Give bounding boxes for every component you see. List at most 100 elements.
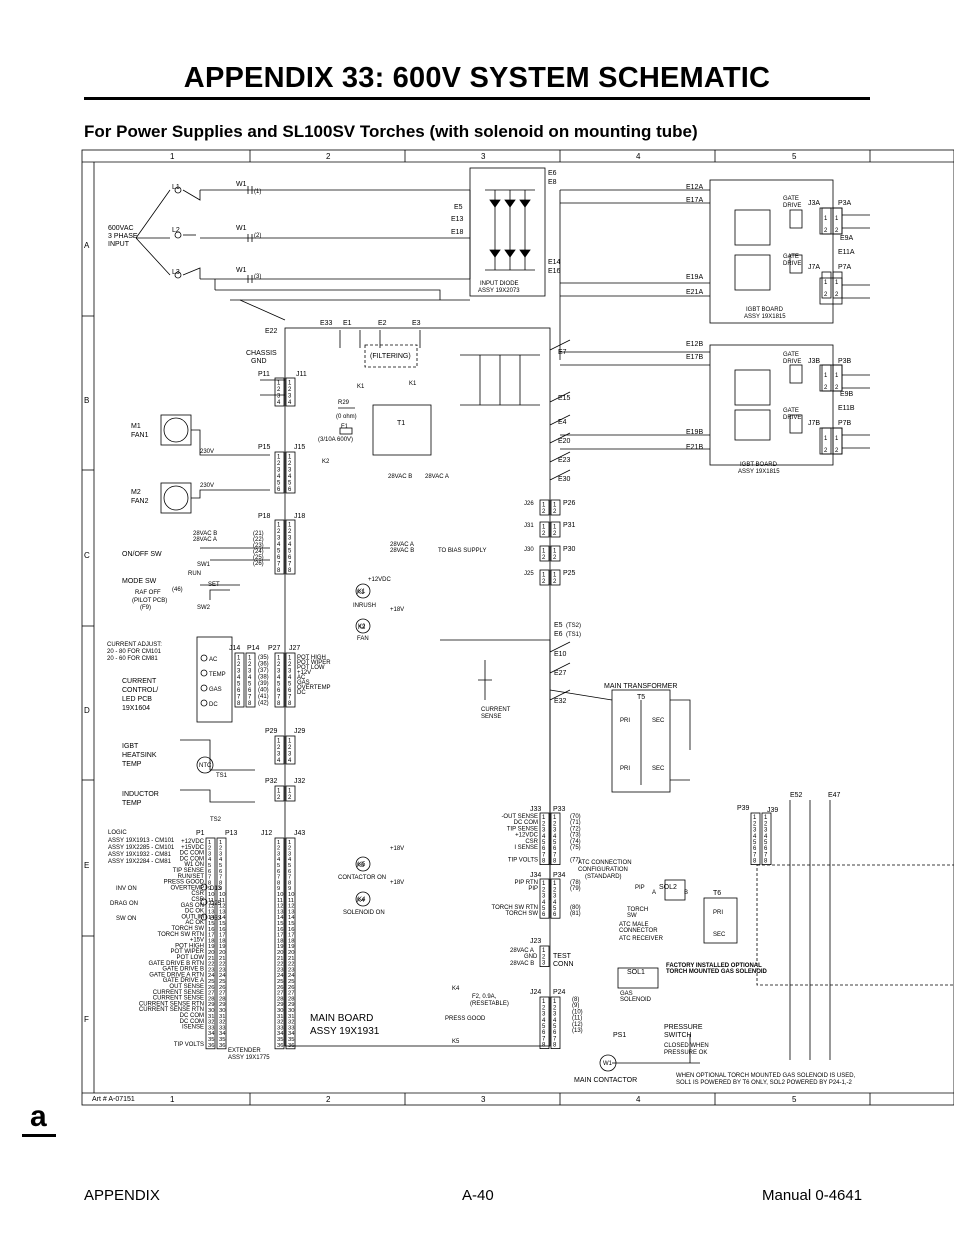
- closed-1: CLOSED WHEN: [664, 1043, 709, 1049]
- v18-label-b: +18V: [390, 846, 404, 852]
- svg-text:1: 1: [553, 525, 557, 531]
- main-board-outline: [284, 327, 691, 1047]
- j18-num-21: (21): [253, 531, 264, 537]
- svg-text:5: 5: [764, 840, 768, 846]
- j43-pins: 1234567891011121314151617181920212223242…: [285, 837, 296, 1050]
- coil-k1: K1: [358, 589, 366, 595]
- svg-text:3: 3: [248, 669, 252, 675]
- svg-text:1: 1: [277, 739, 281, 745]
- svg-text:14: 14: [219, 915, 226, 921]
- board-e1: E1: [343, 320, 352, 327]
- svg-text:5: 5: [277, 863, 280, 869]
- svg-text:1: 1: [824, 436, 828, 442]
- svg-text:6: 6: [248, 688, 252, 694]
- t6-pri: PRI: [713, 910, 723, 916]
- svg-text:4: 4: [288, 675, 292, 681]
- logic-signal-29: CURRENT SENSE RTN: [139, 1001, 204, 1007]
- svg-text:3: 3: [288, 536, 292, 542]
- svg-text:4: 4: [542, 900, 546, 906]
- svg-text:30: 30: [208, 1008, 214, 1014]
- logic-signal-11: CSR: [191, 897, 204, 903]
- logic-signal-32: DC COM: [180, 1019, 204, 1025]
- j34-wire-num-1: (78): [570, 880, 581, 886]
- j33-signal-5: CSR: [525, 839, 538, 845]
- svg-text:34: 34: [208, 1031, 215, 1037]
- svg-text:1: 1: [288, 523, 292, 529]
- left-labels: M1 FAN1 M2 FAN2 230V 230V ON/OFF SW SW1 …: [107, 423, 228, 922]
- conn-p25: P25: [563, 570, 576, 577]
- t5-pri-1: PRI: [620, 718, 630, 724]
- igbt-board-a: [559, 179, 870, 360]
- diode-e8: E8: [548, 179, 557, 186]
- svg-text:21: 21: [277, 956, 283, 962]
- svg-text:6: 6: [288, 688, 292, 694]
- svg-text:15: 15: [208, 921, 214, 927]
- inv-on: INV ON: [116, 886, 137, 892]
- current-sense-2: SENSE: [481, 714, 501, 720]
- j33-signal-6: I SENSE: [514, 845, 538, 851]
- igbt-b-drive-1: DRIVE: [783, 359, 801, 365]
- svg-text:11: 11: [208, 898, 214, 904]
- svg-text:6: 6: [288, 487, 292, 493]
- j23-28vacb: 28VAC B: [510, 961, 534, 967]
- svg-text:24: 24: [277, 973, 284, 979]
- svg-text:6: 6: [277, 555, 281, 561]
- igbt-b-gate-2: GATE: [783, 408, 799, 414]
- svg-text:27: 27: [219, 991, 225, 997]
- svg-text:4: 4: [553, 834, 557, 840]
- svg-text:13: 13: [277, 909, 283, 915]
- conn-p31: P31: [563, 522, 576, 529]
- page-subtitle: For Power Supplies and SL100SV Torches (…: [84, 122, 698, 141]
- board-e6: E6: [554, 631, 563, 638]
- conn-p18: P18: [258, 513, 271, 520]
- svg-text:6: 6: [753, 846, 757, 852]
- diode-e14: E14: [548, 259, 561, 266]
- svg-text:2: 2: [542, 1005, 546, 1011]
- filtering-label: (FILTERING): [370, 353, 411, 360]
- j32-pins: 12: [285, 785, 296, 802]
- svg-text:2: 2: [835, 228, 839, 234]
- svg-text:23: 23: [219, 967, 225, 973]
- svg-text:2: 2: [288, 387, 292, 393]
- svg-text:5: 5: [237, 682, 241, 688]
- svg-text:13: 13: [288, 909, 294, 915]
- w1-num-c: (3): [254, 274, 261, 280]
- svg-text:22: 22: [288, 962, 294, 968]
- j12-pins: 1234567891011121314151617181920212223242…: [274, 837, 285, 1050]
- svg-text:2: 2: [553, 887, 557, 893]
- ind-temp-1: INDUCTOR: [122, 791, 159, 798]
- j33-signal-2: DC COM: [514, 820, 538, 826]
- j18-num-22: (22): [253, 537, 264, 543]
- svg-text:5: 5: [277, 682, 281, 688]
- svg-text:8: 8: [753, 859, 757, 865]
- w1-c: W1: [236, 267, 247, 274]
- svg-text:16: 16: [219, 927, 225, 933]
- conn-j39: J39: [767, 807, 778, 814]
- factory-2: TORCH MOUNTED GAS SOLENOID: [666, 969, 768, 975]
- line-l1: L1: [172, 184, 180, 191]
- igbt-a-e12a: E12A: [686, 184, 703, 191]
- svg-text:10: 10: [288, 892, 294, 898]
- svg-text:6: 6: [553, 846, 557, 852]
- svg-text:5: 5: [553, 840, 557, 846]
- svg-text:6: 6: [288, 869, 291, 875]
- conn-p32: P32: [265, 778, 278, 785]
- j3b-pins: 12: [821, 364, 832, 392]
- atc-male-2: CONNECTOR: [619, 928, 658, 934]
- w1-b: W1: [236, 225, 247, 232]
- pilot-label-2: (F9): [140, 605, 151, 611]
- igbt-a-gate-1: GATE: [783, 196, 799, 202]
- atc-male-1: ATC MALE: [619, 922, 649, 928]
- svg-text:6: 6: [542, 1030, 546, 1036]
- f1-label: F1: [341, 424, 349, 430]
- svg-text:29: 29: [219, 1002, 225, 1008]
- j34-wire-num-2: (79): [570, 886, 581, 892]
- cur-ctl-4: 19X1604: [122, 705, 150, 712]
- k2-coil-label: K2: [358, 625, 366, 631]
- svg-text:1: 1: [288, 789, 292, 795]
- svg-text:7: 7: [753, 852, 757, 858]
- svg-text:5: 5: [277, 549, 281, 555]
- svg-text:8: 8: [277, 568, 281, 574]
